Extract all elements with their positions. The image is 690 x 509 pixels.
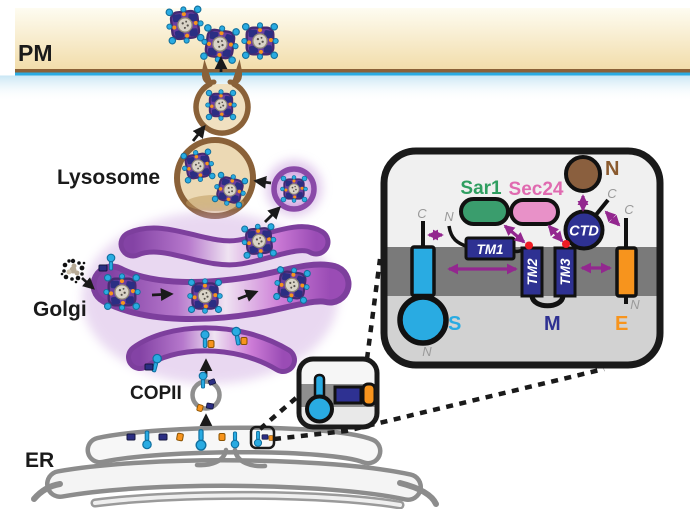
tm1-box xyxy=(464,236,516,261)
copii-vesicle xyxy=(190,371,222,413)
tm3-label: TM3 xyxy=(558,258,573,285)
m-protein-cargo-icon xyxy=(261,434,269,440)
red-dot xyxy=(525,241,533,250)
golgi-transit-arrow xyxy=(237,289,259,302)
virus-particle-icon xyxy=(204,88,238,122)
virus-particle-icon xyxy=(239,221,279,261)
tm1-label: TM1 xyxy=(477,242,504,257)
mini-e-protein xyxy=(361,382,377,407)
interaction-arrows xyxy=(427,194,621,275)
transport-vesicle xyxy=(271,166,317,212)
zoom-callout-lines xyxy=(258,258,605,442)
m-protein-cargo-icon xyxy=(158,433,168,441)
golgi-cisterna-top xyxy=(118,224,331,268)
pm-inner-leaflet-line xyxy=(15,72,690,76)
mini-m-protein xyxy=(333,385,363,405)
mini-inset-border xyxy=(296,356,380,430)
topology-inset-border xyxy=(380,147,664,369)
vesicle-to-lysosome-arrow xyxy=(253,175,272,189)
sar1-label: Sar1 xyxy=(460,178,502,199)
pm-label: PM xyxy=(18,40,53,66)
s-protein: C N S xyxy=(397,206,461,359)
s-n-terminus-label: N xyxy=(422,344,432,359)
virus-particle-icon xyxy=(271,264,313,306)
e-protein-cargo-icon xyxy=(175,432,185,442)
e-protein-cargo-icon xyxy=(218,433,226,441)
tm3-box xyxy=(553,246,577,298)
lysosome xyxy=(174,137,256,219)
e-protein-cargo-icon xyxy=(268,435,274,441)
m-n-terminus-label: N xyxy=(444,209,454,224)
sec24-label: Sec24 xyxy=(509,179,564,200)
er-label: ER xyxy=(25,449,54,472)
m-protein-cargo-icon xyxy=(126,433,136,441)
red-dot xyxy=(562,240,570,248)
s-protein-label: S xyxy=(448,313,461,335)
m-protein-cargo-icon xyxy=(205,402,215,410)
m-protein-cargo-icon xyxy=(144,363,154,371)
n-protein-label: N xyxy=(605,158,619,180)
plasma-membrane xyxy=(0,8,690,102)
e-n-terminus-label: N xyxy=(630,297,640,312)
sec24-pill: Sec24 xyxy=(509,179,564,226)
golgi-to-vesicle-arrow xyxy=(264,206,281,223)
copii-label: COPII xyxy=(130,383,182,404)
lysosome-label: Lysosome xyxy=(57,166,160,189)
er-membrane xyxy=(31,425,439,509)
e-protein-cargo-icon xyxy=(240,337,248,345)
virus-particle-icon xyxy=(240,21,280,61)
virus-particle-icon xyxy=(279,174,309,204)
golgi-transit-arrow xyxy=(151,288,174,301)
tm2-label: TM2 xyxy=(525,258,540,285)
virus-particle-icon xyxy=(163,3,207,47)
mini-s-protein-head xyxy=(305,394,334,424)
n-protein: N xyxy=(564,155,619,193)
virus-particle-icon xyxy=(178,146,218,186)
virus-particle-icon xyxy=(198,22,242,66)
e-protein-cargo-icon xyxy=(207,340,215,348)
s-c-terminus-label: C xyxy=(417,206,427,221)
nucleocapsid-cluster-icon xyxy=(60,258,86,284)
assembling-virus-icon xyxy=(102,272,142,312)
topology-inset-panel: C N S N TM1 TM2 TM3 CTD C M xyxy=(380,147,664,369)
m-protein-label: M xyxy=(544,313,561,335)
ctd-label: CTD xyxy=(569,224,599,240)
m-protein: N TM1 TM2 TM3 CTD C M xyxy=(444,186,617,335)
e-protein: C N E xyxy=(615,202,640,335)
m-c-terminus-label: C xyxy=(607,186,617,201)
e-protein-label: E xyxy=(615,313,628,335)
exocytic-vesicle xyxy=(193,59,251,136)
e-c-terminus-label: C xyxy=(624,202,634,217)
mini-inset-panel xyxy=(296,356,380,430)
lysosome-to-pm-arrow xyxy=(191,124,206,142)
e-protein-cargo-icon xyxy=(196,403,204,413)
nucleocapsid-entry-arrow xyxy=(81,277,95,290)
sar1-pill: Sar1 xyxy=(459,178,510,226)
virus-particle-icon xyxy=(186,277,224,315)
golgi-label: Golgi xyxy=(33,298,87,321)
m-protein-cargo-icon xyxy=(98,264,108,272)
